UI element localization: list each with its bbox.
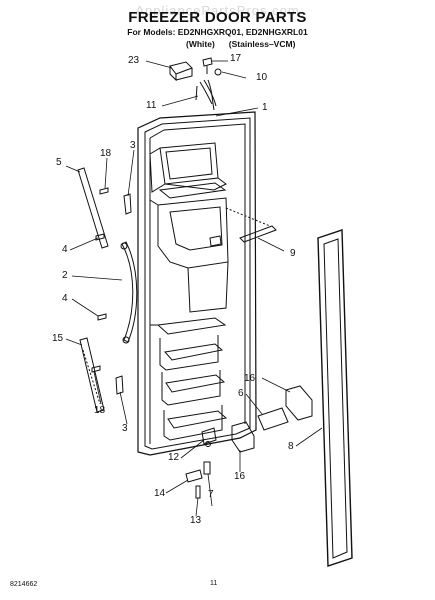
door-gasket [317, 229, 353, 567]
document-number: 8214662 [10, 581, 38, 588]
callout-6: 6 [238, 388, 244, 399]
trim-bar [225, 207, 277, 243]
leader-lines [65, 60, 323, 517]
door-panel [137, 111, 257, 456]
trim-strip-lower [79, 337, 105, 413]
callout-8: 8 [288, 441, 294, 452]
wire-harness [195, 79, 217, 111]
models-line: For Models: ED2NHGXRQ01, ED2NHGXRL01 [127, 27, 308, 37]
connector-block [169, 61, 193, 82]
callout-15: 15 [52, 333, 64, 344]
diagram-title: FREEZER DOOR PARTS [128, 9, 307, 26]
variant-white: (White) [186, 39, 215, 49]
callout-14: 14 [154, 488, 166, 499]
callout-16-upper: 16 [244, 373, 256, 384]
variant-stainless: (Stainless–VCM) [228, 39, 296, 49]
callout-17: 17 [230, 53, 242, 64]
callout-23: 23 [128, 55, 140, 66]
callout-9: 9 [290, 248, 296, 259]
callout-3-lower: 3 [122, 423, 128, 434]
watermark: AppliancePartsPros.com [135, 3, 300, 18]
callout-5: 5 [56, 157, 62, 168]
callout-4-lower: 4 [62, 293, 68, 304]
callout-1: 1 [262, 102, 268, 113]
model-variants: (White) (Stainless–VCM) [186, 39, 309, 49]
screw-parts-top [202, 57, 222, 76]
callout-2: 2 [62, 270, 68, 281]
callout-16-lower: 16 [234, 471, 246, 482]
trim-strip-upper [77, 167, 109, 249]
callout-13: 13 [190, 515, 202, 526]
callout-7: 7 [208, 489, 214, 500]
door-handle [120, 241, 138, 344]
screw-parts-left [91, 187, 132, 395]
hinge-hardware [185, 427, 217, 499]
callout-3-upper: 3 [130, 140, 136, 151]
page-number: 11 [210, 580, 218, 587]
callout-10: 10 [256, 72, 268, 83]
callout-18-upper: 18 [100, 148, 112, 159]
callout-12: 12 [168, 452, 180, 463]
callout-18-lower: 18 [94, 405, 106, 416]
callout-11: 11 [146, 100, 157, 111]
callout-4-upper: 4 [62, 244, 68, 255]
hinge-cover-parts [231, 385, 313, 453]
